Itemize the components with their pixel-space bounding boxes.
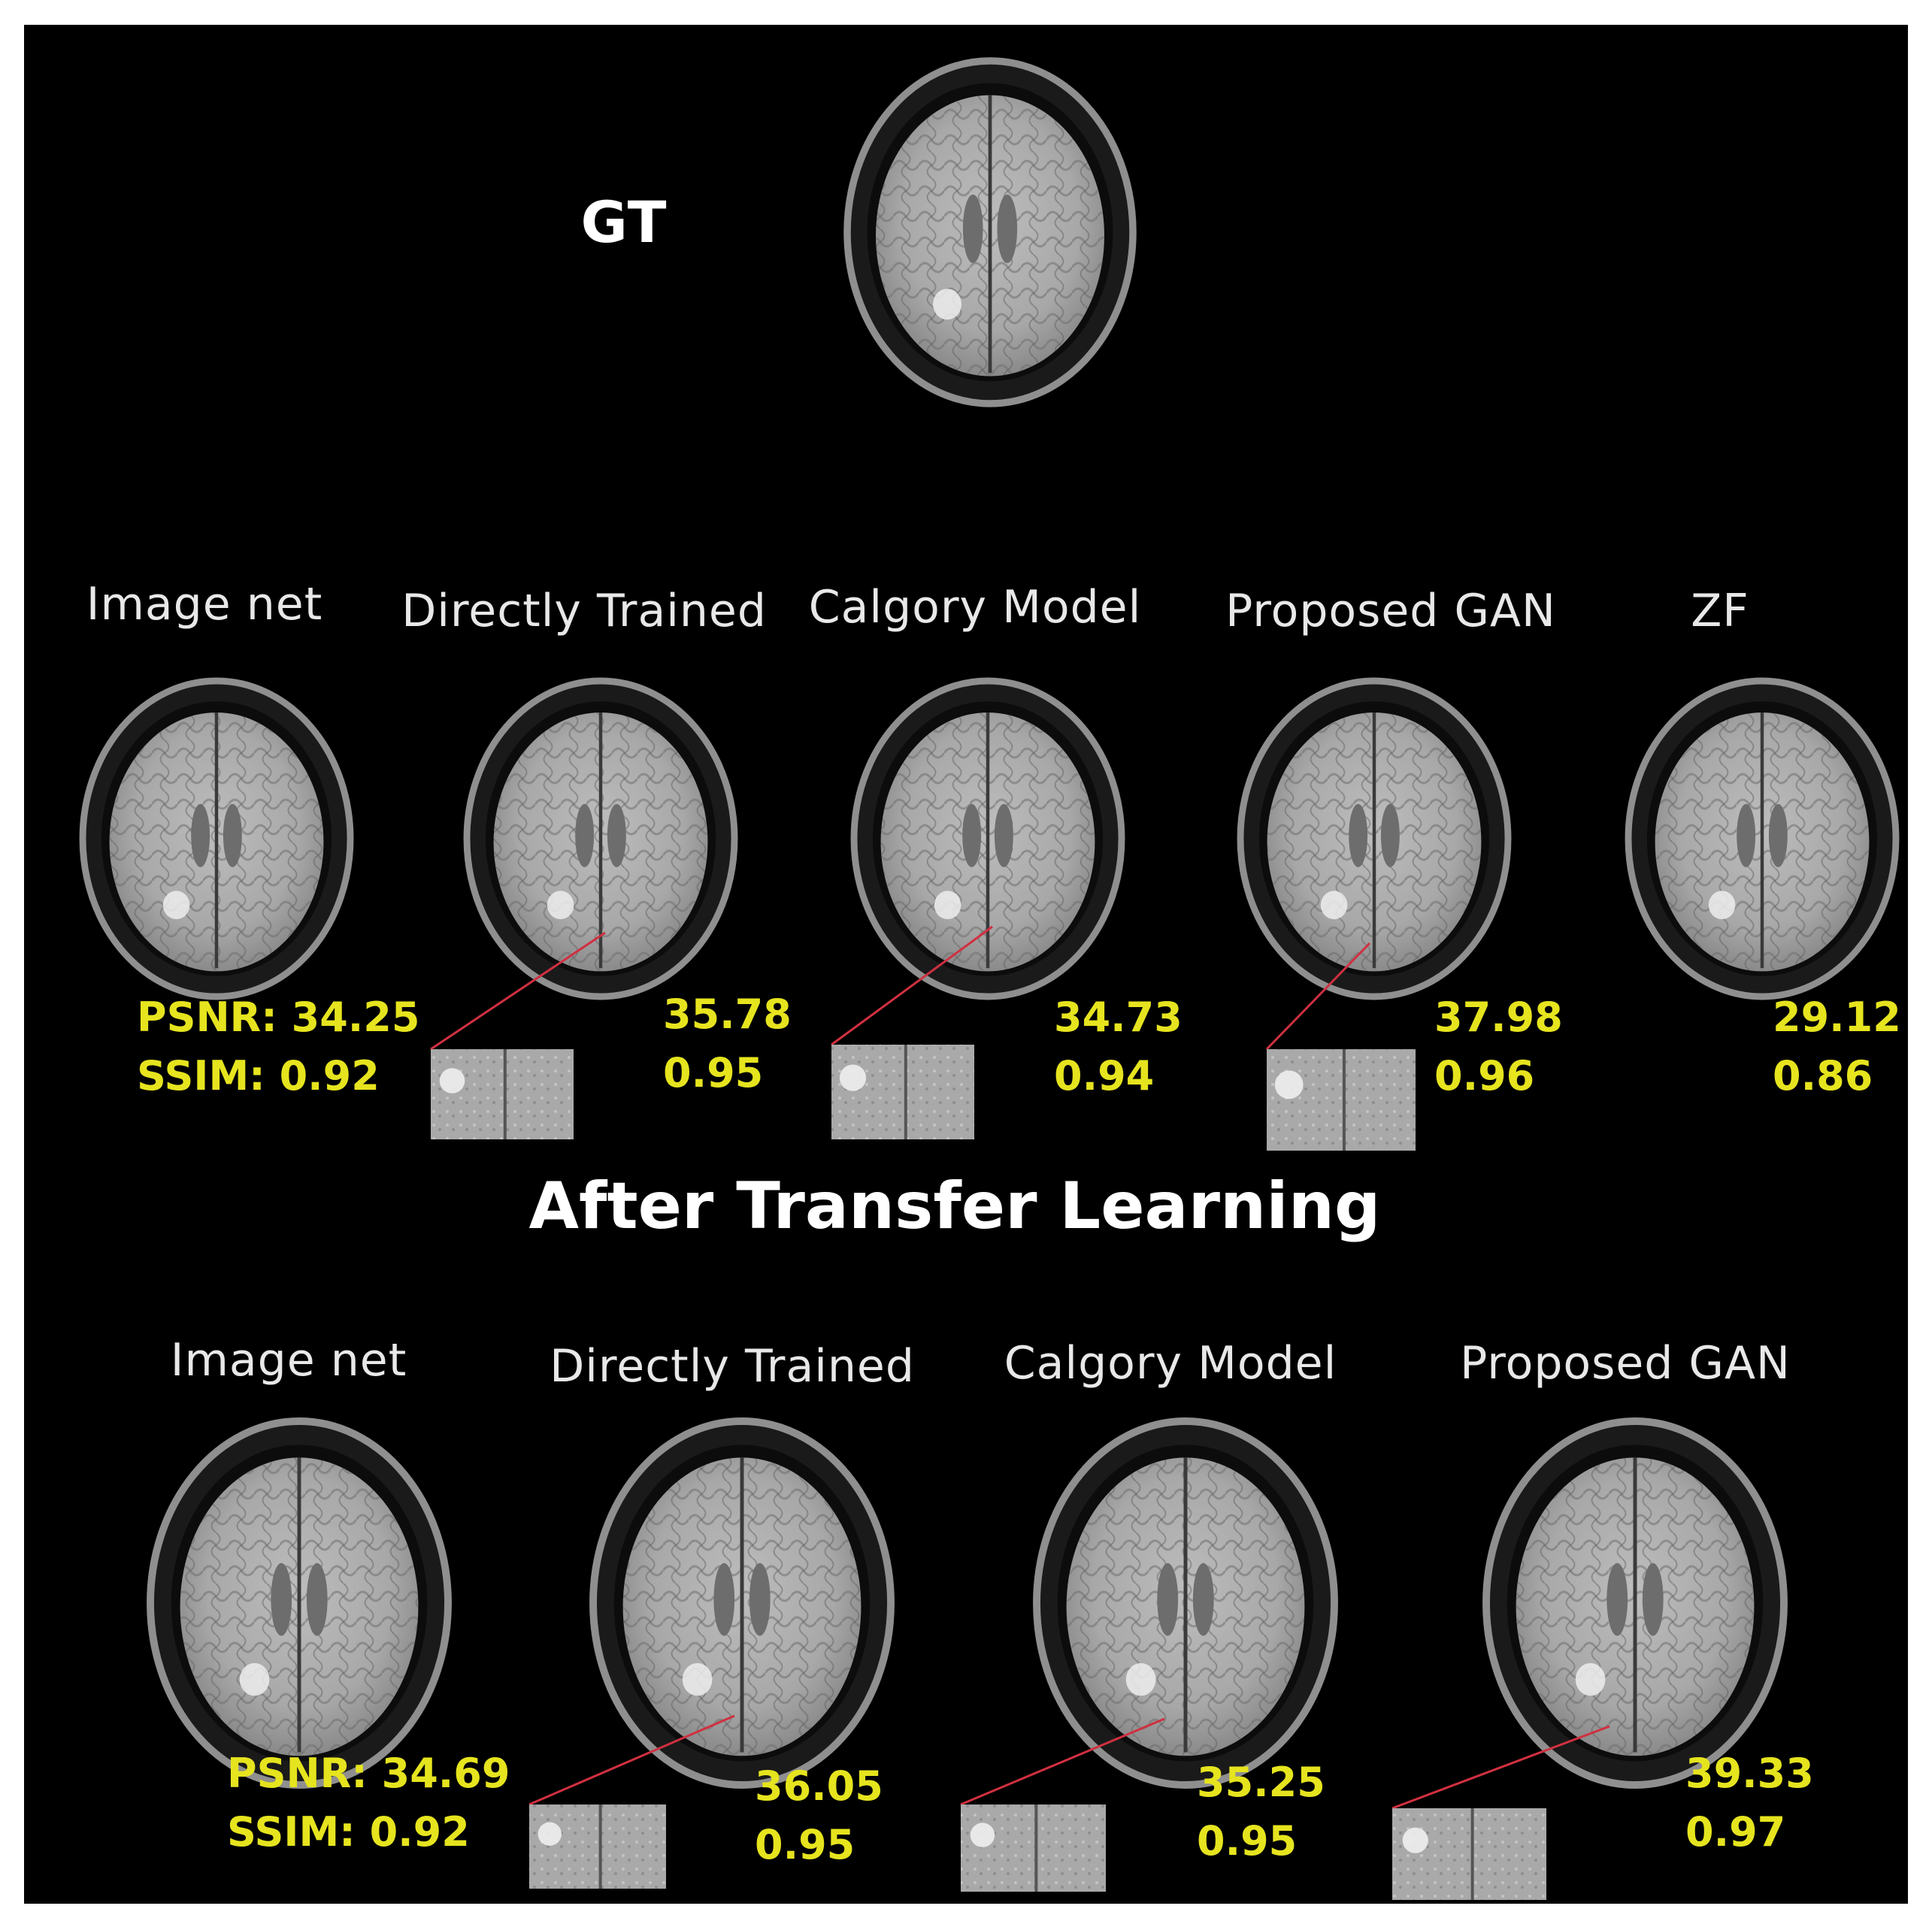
bottom-brain-scan-2 [1033,1417,1338,1789]
psnr-value: 35.25 [1197,1759,1325,1806]
ssim-value: 0.97 [1685,1808,1786,1856]
bottom-label-directly-trained: Directly Trained [550,1340,915,1393]
bottom-label-proposed-gan: Proposed GAN [1460,1337,1791,1390]
top-metric-zf: 29.12 0.86 [1773,988,1901,1106]
top-zoom-inset-2 [831,925,993,1139]
top-label-calgory-model: Calgory Model [808,581,1142,634]
bottom-label-calgory-model: Calgory Model [1004,1337,1337,1390]
gt-brain-scan [843,57,1137,407]
psnr-value: 39.33 [1685,1750,1814,1797]
bottom-brain-scan-3 [1482,1417,1788,1789]
top-label-proposed-gan: Proposed GAN [1225,585,1556,637]
top-label-zf: ZF [1691,585,1749,637]
bottom-metric-imagenet: PSNR: 34.69 SSIM: 0.92 [227,1744,510,1862]
figure-panel: GT Image net Directly Trained Calgory Mo… [24,25,1908,1904]
bottom-zoom-inset-2 [960,1717,1165,1892]
bottom-metric-proposed-gan: 39.33 0.97 [1685,1744,1814,1862]
top-brain-scan-3 [1237,677,1512,1000]
top-brain-scan-4 [1625,677,1900,1000]
psnr-value: PSNR: 34.25 [137,994,420,1041]
top-metric-proposed-gan: 37.98 0.96 [1434,988,1563,1106]
bottom-zoom-inset-3 [1391,1725,1610,1900]
top-zoom-inset-1 [430,931,606,1139]
bottom-brain-scan-1 [589,1417,895,1789]
ssim-value: 0.86 [1773,1052,1873,1100]
ssim-value: 0.96 [1434,1052,1535,1100]
psnr-value: PSNR: 34.69 [227,1750,510,1797]
ssim-value: SSIM: 0.92 [137,1052,380,1100]
top-label-directly-trained: Directly Trained [401,585,767,637]
psnr-value: 35.78 [663,991,792,1038]
ssim-value: 0.94 [1054,1052,1155,1100]
gt-title: GT [580,189,668,256]
top-metric-directly-trained: 35.78 0.95 [663,985,792,1103]
bottom-metric-calgory-model: 35.25 0.95 [1197,1753,1325,1871]
top-brain-scan-2 [850,677,1125,1000]
top-metric-calgory-model: 34.73 0.94 [1054,988,1183,1106]
psnr-value: 34.73 [1054,994,1183,1041]
ssim-value: SSIM: 0.92 [227,1808,470,1856]
ssim-value: 0.95 [663,1049,764,1097]
top-brain-scan-1 [463,677,738,1000]
psnr-value: 29.12 [1773,994,1901,1041]
ssim-value: 0.95 [1197,1817,1298,1865]
section-title: After Transfer Learning [528,1169,1381,1244]
top-zoom-inset-3 [1265,942,1416,1151]
bottom-metric-directly-trained: 36.05 0.95 [755,1757,883,1874]
psnr-value: 37.98 [1434,994,1563,1041]
bottom-zoom-inset-1 [528,1714,735,1889]
psnr-value: 36.05 [755,1762,883,1810]
bottom-brain-scan-0 [147,1417,452,1789]
ssim-value: 0.95 [755,1821,855,1868]
top-brain-scan-0 [79,677,354,1000]
top-metric-imagenet: PSNR: 34.25 SSIM: 0.92 [137,988,419,1106]
top-label-imagenet: Image net [86,578,323,631]
figure-canvas [24,25,1908,1904]
bottom-label-imagenet: Image net [170,1334,407,1387]
